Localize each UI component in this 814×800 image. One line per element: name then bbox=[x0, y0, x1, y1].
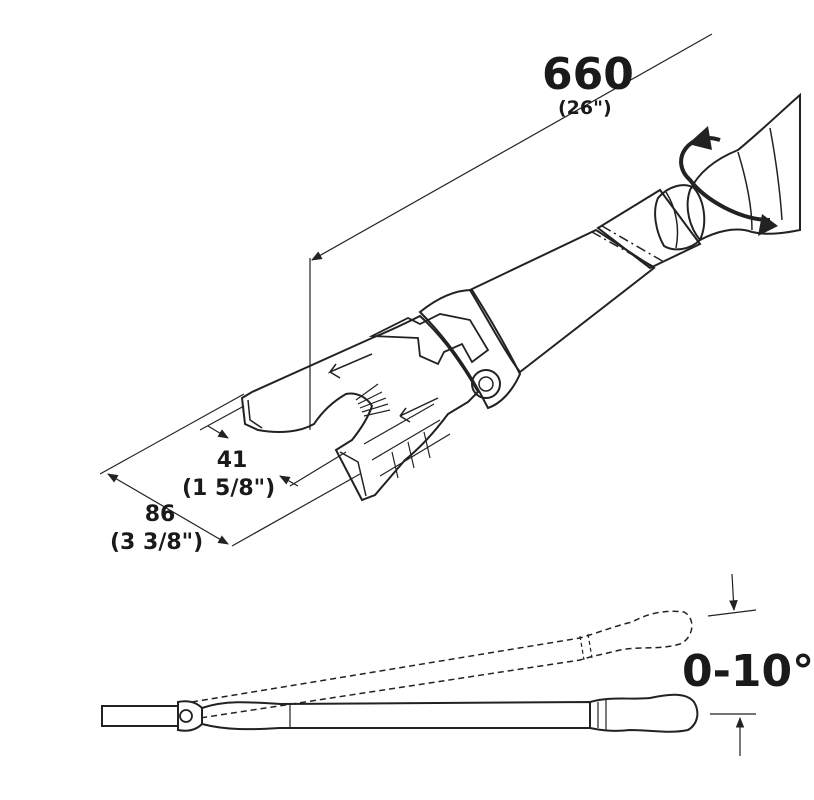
side-jaw bbox=[101, 705, 179, 727]
pivot-pin bbox=[471, 369, 501, 399]
rotation-arrow-icon bbox=[679, 126, 778, 236]
side-shaft bbox=[201, 700, 591, 731]
tilted-outline bbox=[191, 610, 693, 719]
side-head bbox=[177, 700, 203, 732]
fork-jaw bbox=[240, 314, 480, 502]
wrench-side-view bbox=[101, 610, 699, 733]
dimension-86 bbox=[99, 393, 361, 547]
brush-tuft bbox=[355, 383, 391, 417]
shaft-lower bbox=[468, 228, 656, 374]
jaw-outer-dimension-imperial: (3 3/8") bbox=[110, 530, 204, 555]
dimension-angle bbox=[707, 573, 757, 756]
head-housing bbox=[418, 288, 522, 410]
dimension-660 bbox=[309, 33, 713, 430]
jaw-inner-dimension-imperial: (1 5/8") bbox=[182, 476, 276, 501]
dimension-41 bbox=[199, 405, 347, 487]
jaw-outer-dimension-value: 86 bbox=[144, 502, 176, 527]
direction-arrow-icon bbox=[327, 353, 373, 379]
length-dimension-value: 660 bbox=[542, 49, 634, 100]
jaw-clip bbox=[368, 313, 490, 366]
shaft-upper bbox=[596, 188, 702, 270]
jaw-inner-dimension-value: 41 bbox=[216, 448, 248, 473]
wrench-isometric-view bbox=[240, 92, 801, 502]
handle-collar bbox=[654, 184, 706, 251]
side-grip bbox=[589, 693, 699, 733]
length-dimension-imperial: (26") bbox=[558, 97, 612, 119]
angle-dimension-value: 0-10° bbox=[682, 646, 814, 697]
direction-arrow-icon bbox=[399, 397, 439, 423]
